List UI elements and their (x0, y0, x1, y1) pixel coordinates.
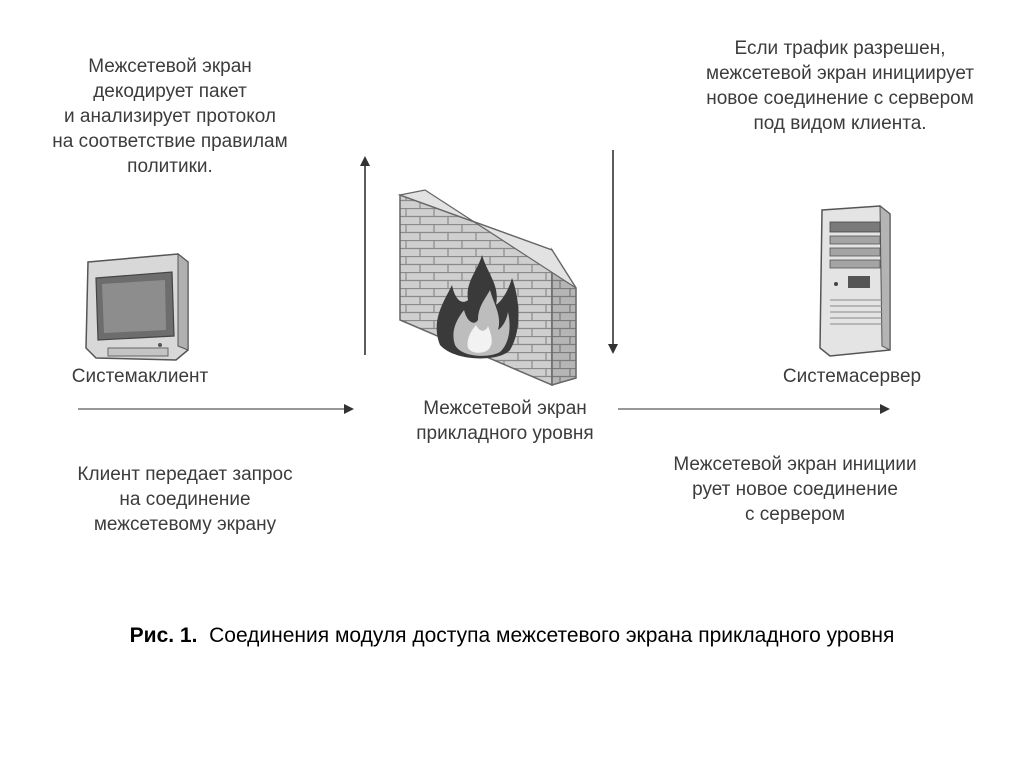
monitor-icon (85, 252, 189, 361)
caption-prefix: Рис. 1. (129, 624, 198, 647)
note-line: с сервером (744, 504, 846, 525)
note-line: политики. (127, 156, 213, 177)
note-line: декодирует пакет (93, 81, 247, 102)
note-firewall-connection: Межсетевой экран инициии рует новое соед… (635, 452, 955, 527)
note-line: Межсетевой экран (88, 56, 252, 77)
firewall-label-line: прикладного уровня (416, 423, 594, 444)
note-line: на соответствие правилам (52, 131, 288, 152)
note-line: и анализирует протокол (64, 106, 276, 127)
label-server-system: Системасервер (752, 364, 952, 389)
firewall-label-line: Межсетевой экран (423, 398, 587, 419)
note-line: на соединение (119, 489, 251, 510)
note-line: рует новое соединение (692, 479, 898, 500)
brick-wall-fire-icon (397, 189, 577, 387)
note-line: под видом клиента. (753, 113, 927, 134)
note-firewall-decodes: Межсетевой экран декодирует пакет и анал… (10, 54, 330, 179)
note-traffic-allowed: Если трафик разрешен, межсетевой экран и… (660, 36, 1020, 136)
label-application-firewall: Межсетевой экран прикладного уровня (385, 396, 625, 446)
label-client-system: Системаклиент (40, 364, 240, 389)
note-line: межсетевому экрану (93, 514, 277, 535)
server-tower-icon (819, 204, 891, 357)
note-line: Межсетевой экран инициии (673, 454, 917, 475)
figure-caption: Рис. 1. Соединения модуля доступа межсет… (0, 624, 1024, 648)
server-label: Системасервер (782, 366, 922, 387)
note-line: межсетевой экран инициирует (706, 63, 974, 84)
note-line: новое соединение с сервером (706, 88, 974, 109)
note-line: Если трафик разрешен, (734, 38, 946, 59)
caption-text: Соединения модуля доступа межсетевого эк… (209, 624, 895, 647)
note-line: Клиент передает запрос (77, 464, 293, 485)
note-client-request: Клиент передает запрос на соединение меж… (30, 462, 340, 537)
client-label: Системаклиент (71, 366, 209, 387)
